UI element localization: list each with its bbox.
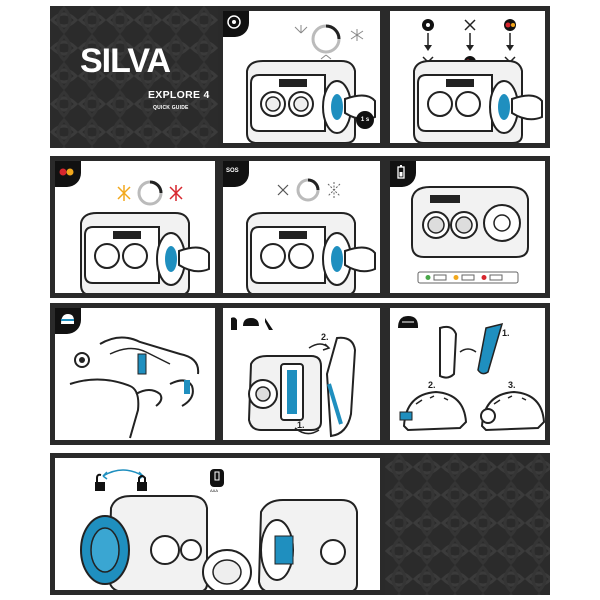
red-amber-light-icon [59,168,74,176]
battery-replacement-panel: AAA [50,453,385,595]
sos-cycle-icon [277,178,341,202]
panel-tab [390,161,416,187]
panel-tab [223,11,249,37]
accessories-icon [231,317,273,330]
step-label-2: 2. [428,380,436,390]
light-power-icon [227,15,241,29]
step-label-3: 3. [508,380,516,390]
white-light-panel: 1 s [218,6,385,148]
hold-button-badge: 1 s [356,111,374,129]
battery-level-scale [417,271,519,284]
head-icon [61,314,74,324]
model-name: EXPLORE 4 [148,89,210,101]
step-label-2: 2. [321,332,329,342]
cap-removal-illustration [80,495,358,590]
headlamp-illustration [246,212,376,293]
battery-indicator-panel [385,156,550,298]
mode-switching-panel [385,6,550,148]
mode-cycle-icon [294,24,364,60]
hand-strap-illustration [69,336,200,439]
battery-icon [397,165,405,179]
mounting-bracket-panel: 2. 1. [218,303,385,445]
headlamp-illustration [80,212,210,293]
step-label-1: 1. [502,328,510,338]
battery-type-label: AAA [210,488,219,493]
hold-duration-text: 1 s [360,117,370,123]
color-cycle-icon [117,180,183,206]
helmet-illustration [399,390,468,432]
step-label-1: 1. [297,420,305,430]
red-light-panel [50,156,220,298]
sos-icon: SOS [226,168,239,174]
clip-illustration [439,322,504,379]
silva-logo: SILVA [80,42,172,80]
battery-icon [210,469,224,487]
panel-tab [223,161,249,187]
headlamp-illustration [246,60,376,143]
bracket-attach-illustration [247,336,357,438]
logo-text: SILVA [80,42,171,80]
unlock-lock-icon [95,469,147,491]
pattern-background [50,6,220,148]
headlamp-illustration [413,60,543,143]
helmet-mount-panel: 1. 2. 3. [385,303,550,445]
headlamp-front-illustration [411,186,529,258]
helmet-icon [398,316,418,328]
headband-fit-panel [50,303,220,445]
pattern-background [385,453,550,595]
sos-panel: SOS [218,156,385,298]
helmet-illustration [480,390,545,432]
brand-panel: SILVA EXPLORE 4 QUICK GUIDE [50,6,220,148]
pattern-panel [385,453,550,595]
guide-subtitle: QUICK GUIDE [153,105,189,111]
